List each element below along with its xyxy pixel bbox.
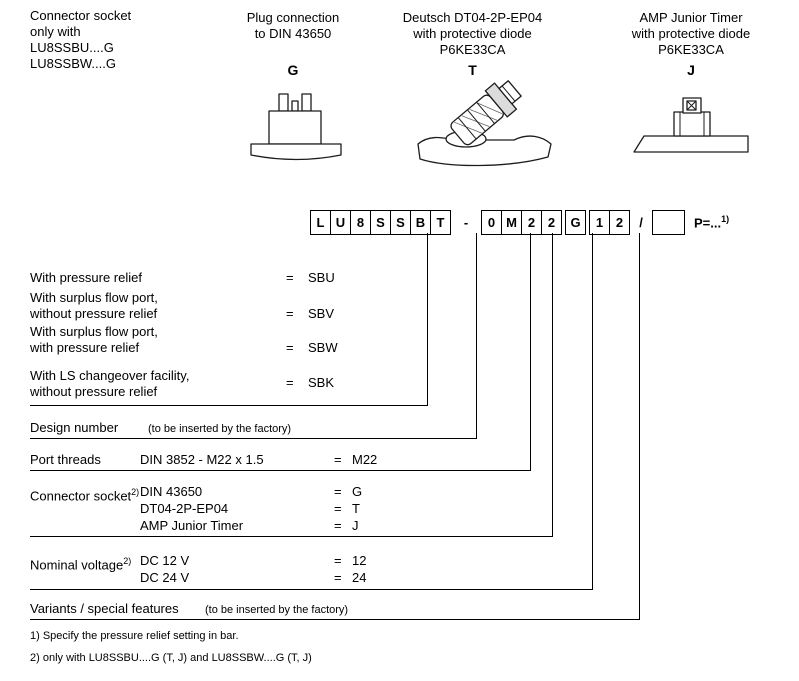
header-plug-din: Plug connection to DIN 43650 <box>218 10 368 42</box>
code-box: U <box>330 210 351 235</box>
option-label: without pressure relief <box>30 306 158 321</box>
equals-sign: = <box>334 518 342 533</box>
header-connector-socket-note: Connector socket only with LU8SSBU....G … <box>30 8 200 72</box>
equals-sign: = <box>334 553 342 568</box>
type-option-sbk: With LS changeover facility, without pre… <box>30 368 460 400</box>
connector-option: AMP Junior Timer = J <box>30 518 710 535</box>
code-box: M <box>501 210 522 235</box>
option-code: SBU <box>308 270 335 285</box>
factory-note: (to be inserted by the factory) <box>205 604 349 616</box>
code-box: 8 <box>350 210 371 235</box>
code-box: S <box>390 210 411 235</box>
option-code: SBW <box>308 340 338 355</box>
option-name: DIN 43650 <box>140 484 203 499</box>
code-dash: - <box>463 215 469 230</box>
equals-sign: = <box>286 306 294 321</box>
type-option-sbu: With pressure relief = SBU <box>30 270 460 286</box>
code-box: 2 <box>521 210 542 235</box>
option-label: without pressure relief <box>30 384 158 399</box>
footnote-ref-2: 2) <box>131 487 140 497</box>
voltage-option: DC 24 V = 24 <box>30 570 710 587</box>
option-name: AMP Junior Timer <box>140 518 244 533</box>
code-box: 2 <box>541 210 562 235</box>
header-line: with protective diode <box>631 26 751 41</box>
option-label: with pressure relief <box>30 340 140 355</box>
option-name: DT04-2P-EP04 <box>140 501 229 516</box>
option-code: SBK <box>308 375 335 390</box>
footnote-ref-2: 2) <box>123 556 132 566</box>
equals-sign: = <box>286 340 294 355</box>
option-label: With pressure relief <box>30 270 142 285</box>
header-line: LU8SSBW....G <box>30 56 116 71</box>
header-deutsch: Deutsch DT04-2P-EP04 with protective dio… <box>395 10 550 58</box>
design-number-label: Design number <box>30 420 119 435</box>
header-line: to DIN 43650 <box>254 26 332 41</box>
header-amp: AMP Junior Timer with protective diode P… <box>612 10 770 58</box>
equals-sign: = <box>334 570 342 585</box>
option-code: T <box>352 501 360 516</box>
header-line: LU8SSBU....G <box>30 40 114 55</box>
equals-sign: = <box>286 270 294 285</box>
suffix-text: P=... <box>694 215 722 231</box>
variants-label: Variants / special features <box>30 601 179 616</box>
port-threads-label: Port threads <box>30 452 101 467</box>
code-box: S <box>370 210 391 235</box>
header-line: Connector socket <box>30 8 132 23</box>
footnote-ref-1: 1) <box>721 214 730 225</box>
equals-sign: = <box>334 484 342 499</box>
option-name: DC 12 V <box>140 553 190 568</box>
equals-sign: = <box>286 375 294 390</box>
header-line: AMP Junior Timer <box>639 10 743 25</box>
code-empty-box <box>652 210 685 235</box>
header-line: P6KE33CA <box>439 42 506 57</box>
connector-option: DT04-2P-EP04 = T <box>30 501 710 518</box>
option-label: With surplus flow port, <box>30 290 158 305</box>
option-label: With surplus flow port, <box>30 324 158 339</box>
header-line: Deutsch DT04-2P-EP04 <box>402 10 543 25</box>
option-label: With LS changeover facility, <box>30 368 190 383</box>
header-line: Plug connection <box>246 10 340 25</box>
pressure-setting-suffix: P=...1) <box>694 214 729 230</box>
port-threads-code: M22 <box>352 452 378 467</box>
code-box: G <box>565 210 586 235</box>
option-code: 12 <box>352 553 367 568</box>
connector-option: DIN 43650 = G <box>30 484 710 501</box>
amp-junior-timer-icon <box>633 97 749 153</box>
header-line: P6KE33CA <box>658 42 724 57</box>
option-code: SBV <box>308 306 335 321</box>
port-threads-spec: DIN 3852 - M22 x 1.5 <box>140 452 264 467</box>
connector-socket-label: Connector socket2) <box>30 484 139 504</box>
equals-sign: = <box>334 501 342 516</box>
option-code: J <box>352 518 359 533</box>
option-name: DC 24 V <box>140 570 190 585</box>
code-letter-g: G <box>287 62 299 78</box>
equals-sign: = <box>334 452 342 467</box>
code-box: 2 <box>609 210 630 235</box>
label-text: Nominal voltage <box>30 557 124 573</box>
code-box: 1 <box>589 210 610 235</box>
code-box: B <box>410 210 431 235</box>
factory-note: (to be inserted by the factory) <box>148 423 292 435</box>
deutsch-connector-icon <box>417 80 552 167</box>
code-box: 0 <box>481 210 502 235</box>
code-slash: / <box>639 215 643 230</box>
footnote-2: 2) only with LU8SSBU....G (T, J) and LU8… <box>30 652 312 664</box>
din-43650-plug-icon <box>250 93 342 161</box>
code-letter-j: J <box>687 62 695 78</box>
order-code-row: L U 8 S S B T - 0 M 2 2 G 1 2 / P=...1) <box>310 210 729 235</box>
code-box: L <box>310 210 331 235</box>
nominal-voltage-label: Nominal voltage2) <box>30 553 131 573</box>
type-option-sbv: With surplus flow port, without pressure… <box>30 290 460 322</box>
header-line: only with <box>30 24 81 39</box>
option-code: G <box>352 484 363 499</box>
type-option-sbw: With surplus flow port, with pressure re… <box>30 324 460 356</box>
footnote-1: 1) Specify the pressure relief setting i… <box>30 630 239 642</box>
code-box: T <box>430 210 451 235</box>
label-text: Connector socket <box>30 488 132 504</box>
option-code: 24 <box>352 570 367 585</box>
header-line: with protective diode <box>413 26 532 41</box>
code-letter-t: T <box>468 62 477 78</box>
voltage-option: DC 12 V = 12 <box>30 553 710 570</box>
